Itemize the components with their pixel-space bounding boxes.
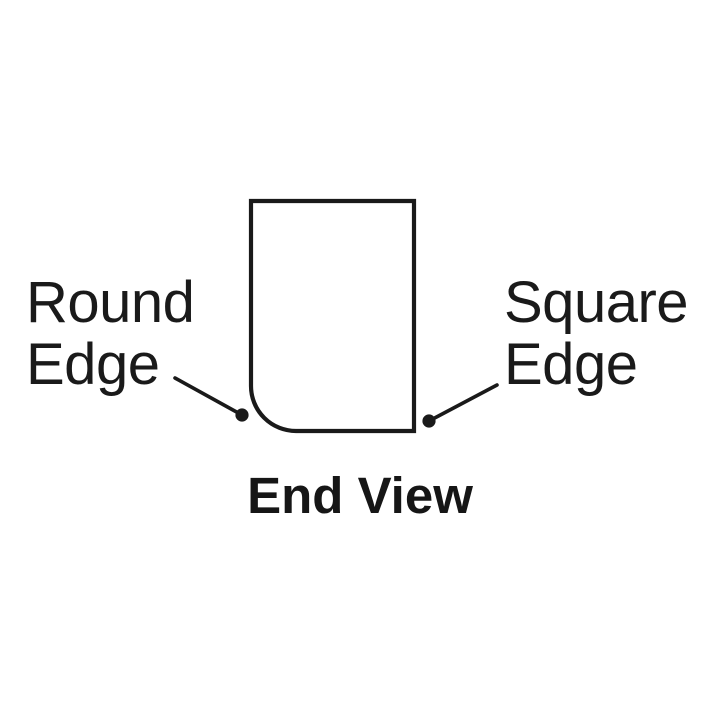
- round-edge-callout-line2: Edge: [26, 332, 160, 397]
- square-edge-dot-marker: [422, 414, 436, 428]
- square-edge-leader-line: [427, 383, 499, 423]
- round-edge-leader-line: [173, 376, 244, 417]
- square-edge-callout-line1: Square: [504, 270, 689, 335]
- part-profile-outline: [248, 198, 417, 434]
- figure-caption: End View: [247, 467, 473, 524]
- square-edge-callout-line2: Edge: [504, 332, 638, 397]
- round-edge-callout-line1: Round: [26, 270, 195, 335]
- round-edge-dot-marker: [235, 408, 249, 422]
